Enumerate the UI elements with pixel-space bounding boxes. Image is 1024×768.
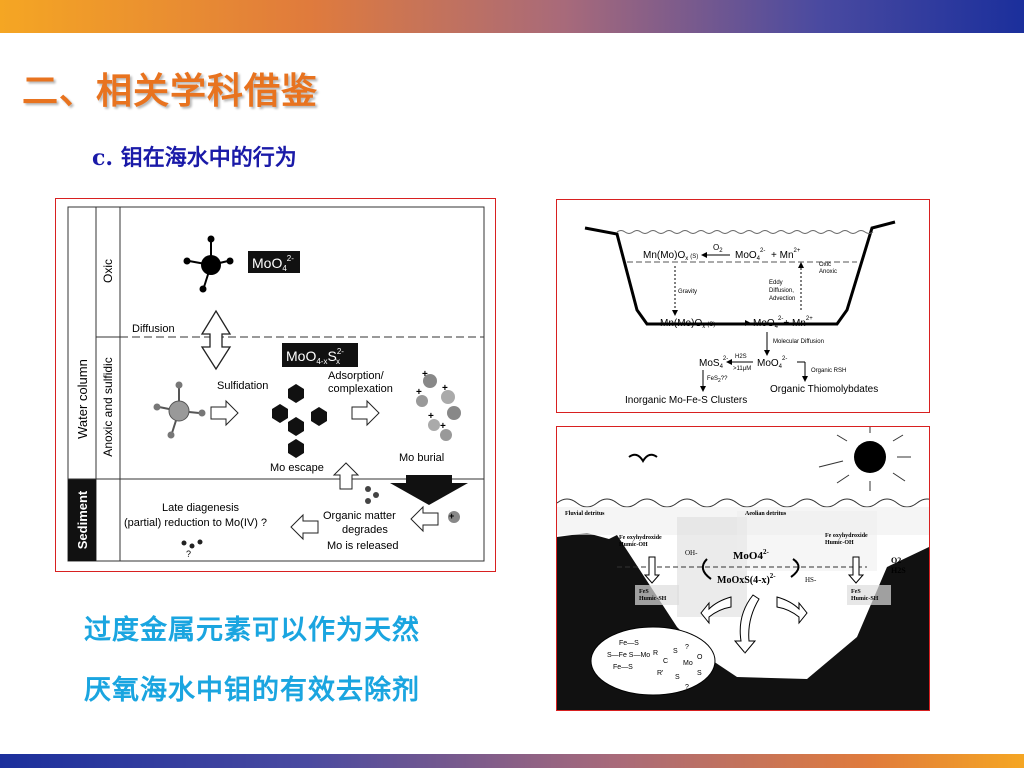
organic-thiomolybdates-label: Organic Thiomolybdates — [770, 384, 878, 395]
diagenetic-label: Diagenetic processes — [739, 653, 792, 659]
svg-text:O: O — [697, 654, 703, 661]
svg-text:+: + — [449, 511, 454, 521]
h2s-value: >11μM — [733, 366, 751, 372]
mooxs-label: MoOxS(4-x)2- — [717, 572, 776, 586]
bird-icon — [628, 453, 658, 463]
ocean-diagram: Fluvial detritus Aeolian detritus Fe oxy… — [557, 427, 929, 710]
figure-ocean-bottom-right: Fluvial detritus Aeolian detritus Fe oxy… — [556, 426, 930, 711]
hs-label: HS- — [805, 576, 817, 584]
col-water-label: Water column — [75, 359, 90, 439]
svg-text:S: S — [675, 674, 680, 681]
fes2-label: FeS2?? — [707, 376, 728, 384]
basin-diagram: Mn(Mo)Ox(S) O2 MoO42- + Mn2+ Oxic Anoxic… — [584, 220, 896, 406]
zone-anoxic-label: Anoxic and sulfidic — [101, 357, 115, 456]
organic-matter-label-1: Organic matter — [323, 510, 396, 522]
top-banner — [0, 0, 1024, 33]
oh-label: OH- — [685, 549, 698, 557]
o2-top: O2 — [713, 243, 723, 254]
svg-text:S: S — [673, 648, 678, 655]
caption-line-1: 过度金属元素可以作为天然 — [84, 615, 420, 646]
fe-oxy-right-1: Fe oxyhydroxide — [825, 533, 868, 539]
mn-mo-ox-top: Mn(Mo)Ox(S) — [643, 250, 698, 262]
oxic-label: Oxic — [819, 262, 831, 268]
mo-fe-s-cluster-blob — [590, 626, 716, 696]
molybdate-label: MoO42- — [252, 254, 294, 273]
figure-mo-cycle-left: Water column Sediment Oxic Anoxic and su… — [55, 198, 496, 572]
fes-right-1: FeS — [851, 589, 861, 595]
mo-burial-label: Mo burial — [399, 452, 444, 464]
svg-text:+: + — [440, 421, 446, 432]
mo-molecule-grey — [153, 381, 206, 439]
col-sediment-label: Sediment — [75, 490, 90, 549]
organic-rsh-label: Organic RSH — [811, 368, 846, 374]
mo-cycle-diagram: Water column Sediment Oxic Anoxic and su… — [67, 206, 485, 562]
svg-text:S—Fe S—Mo: S—Fe S—Mo — [607, 652, 650, 659]
zone-oxic-label: Oxic — [101, 259, 115, 283]
sun-icon — [818, 427, 911, 491]
inorganic-clusters-label: Inorganic Mo-Fe-S Clusters — [625, 395, 747, 406]
diffusion-arrow — [200, 309, 232, 371]
gravity-label: Gravity — [678, 289, 697, 295]
sediment-particles: + ? — [181, 486, 460, 559]
svg-text:+: + — [422, 369, 428, 380]
eddy-label-2: Diffusion, — [769, 288, 794, 294]
svg-text:Fe—S: Fe—S — [613, 664, 633, 671]
late-diagenesis-label-2: (partial) reduction to Mo(IV) ? — [124, 517, 267, 529]
svg-text:+: + — [442, 383, 448, 394]
h2s-label: H2S — [735, 354, 747, 360]
cluster-structures: Fe—S S—Fe S—Mo Fe—S R C R' S Mo O S S ? … — [607, 640, 703, 691]
svg-text:+: + — [428, 411, 434, 422]
organic-matter-label-2: degrades — [342, 524, 388, 536]
anoxic-label: Anoxic — [819, 269, 837, 275]
adsorption-label-2: complexation — [328, 383, 393, 395]
h2s-label: H2S — [891, 566, 906, 575]
adsorption-label-1: Adsorption/ — [328, 370, 385, 382]
mo-escape-label: Mo escape — [270, 462, 324, 474]
sulfidation-label: Sulfidation — [217, 380, 268, 392]
thiomolybdate-label: MoO4-xS2-x — [286, 347, 344, 366]
svg-text:S: S — [697, 670, 702, 677]
molecular-diffusion-label: Molecular Diffusion — [773, 339, 824, 345]
mn-mo-ox-bottom: Mn(Mo)Ox(S) — [660, 318, 715, 330]
svg-text:Fe—S: Fe—S — [619, 640, 639, 647]
organic-matter-label-3: Mo is released — [327, 540, 399, 552]
fe-oxy-left-1: Fe oxyhydroxide — [619, 535, 662, 541]
svg-text:?: ? — [685, 684, 689, 691]
plus-mn-top: + Mn2+ — [771, 248, 801, 261]
fes-right-2: Humic-SH — [851, 596, 879, 602]
o2-label: O2 — [891, 556, 901, 565]
moo4-label: MoO42- — [733, 548, 769, 562]
slide-title: 二、相关学科借鉴 — [22, 71, 319, 112]
moo4-right: MoO42- — [757, 356, 787, 370]
svg-text:?: ? — [685, 644, 689, 651]
svg-text:R': R' — [657, 670, 663, 677]
moo4-mn-bottom: MoO42-+ Mn2+ — [753, 316, 813, 330]
late-diagenesis-label-1: Late diagenesis — [162, 502, 240, 514]
mos4-label: MoS42- — [699, 356, 728, 370]
eddy-label-3: Advection — [769, 296, 795, 302]
mo-hexagon-molecule — [272, 384, 327, 458]
caption-line-2: 厌氧海水中钼的有效去除剂 — [84, 675, 420, 706]
particle-cluster: + + + + + — [416, 369, 461, 441]
svg-text:R: R — [653, 650, 658, 657]
fes-left-1: FeS — [639, 589, 649, 595]
diffusion-label: Diffusion — [132, 323, 175, 335]
bottom-banner — [0, 754, 1024, 768]
svg-text:C: C — [663, 658, 668, 665]
fes-left-2: Humic-SH — [639, 596, 667, 602]
fe-oxy-right-2: Humic-OH — [825, 540, 854, 546]
slide-subtitle: c. 钼在海水中的行为 — [92, 145, 297, 171]
svg-text:?: ? — [186, 549, 191, 559]
figure-basin-top-right: Mn(Mo)Ox(S) O2 MoO42- + Mn2+ Oxic Anoxic… — [556, 199, 930, 413]
moo4-top: MoO42- — [735, 248, 765, 262]
fluvial-label: Fluvial detritus — [565, 511, 605, 517]
svg-text:+: + — [416, 387, 422, 398]
svg-text:Mo: Mo — [683, 660, 693, 667]
eddy-label-1: Eddy — [769, 280, 783, 286]
fe-oxy-left-2: Humic-OH — [619, 542, 648, 548]
molybdate-molecule — [183, 235, 234, 293]
aeolian-label: Aeolian detritus — [745, 511, 787, 517]
